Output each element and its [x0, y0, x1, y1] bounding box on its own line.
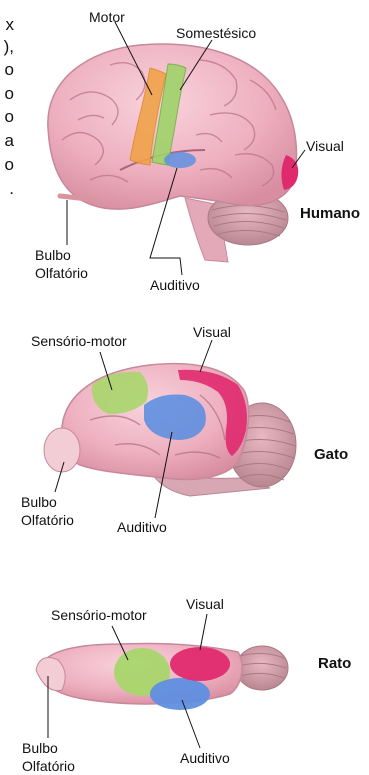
species-label-cat: Gato: [314, 447, 348, 463]
rat-olfactory-bulb: [36, 658, 65, 691]
label-auditory-rat: Auditivo: [180, 750, 230, 766]
label-olfactory-rat: Bulbo Olfatório: [22, 739, 75, 775]
label-visual-cat: Visual: [193, 324, 231, 340]
label-visual-human: Visual: [306, 138, 344, 154]
cat-olfactory-bulb: [44, 428, 80, 472]
cat-brain: [44, 340, 296, 518]
label-motor: Motor: [89, 9, 125, 25]
species-label-human: Humano: [300, 206, 360, 222]
label-sensorimotor-cat: Sensório-motor: [31, 333, 127, 349]
rat-visual-cortex: [170, 647, 230, 681]
label-sensorimotor-rat: Sensório-motor: [51, 607, 147, 623]
label-somatosensory: Somestésico: [176, 25, 256, 41]
rat-brain: [36, 614, 288, 748]
rat-auditory-cortex: [150, 678, 210, 710]
human-auditory-cortex: [164, 152, 196, 168]
leader-rat-visual: [200, 614, 207, 650]
label-visual-rat: Visual: [186, 596, 224, 612]
label-auditory-cat: Auditivo: [117, 519, 167, 535]
label-auditory-human: Auditivo: [150, 277, 200, 293]
label-olfactory-human: Bulbo Olfatório: [35, 246, 88, 282]
rat-cerebellum: [236, 646, 288, 690]
human-brain: [48, 22, 305, 275]
species-label-rat: Rato: [318, 656, 351, 672]
label-olfactory-cat: Bulbo Olfatório: [21, 493, 74, 529]
